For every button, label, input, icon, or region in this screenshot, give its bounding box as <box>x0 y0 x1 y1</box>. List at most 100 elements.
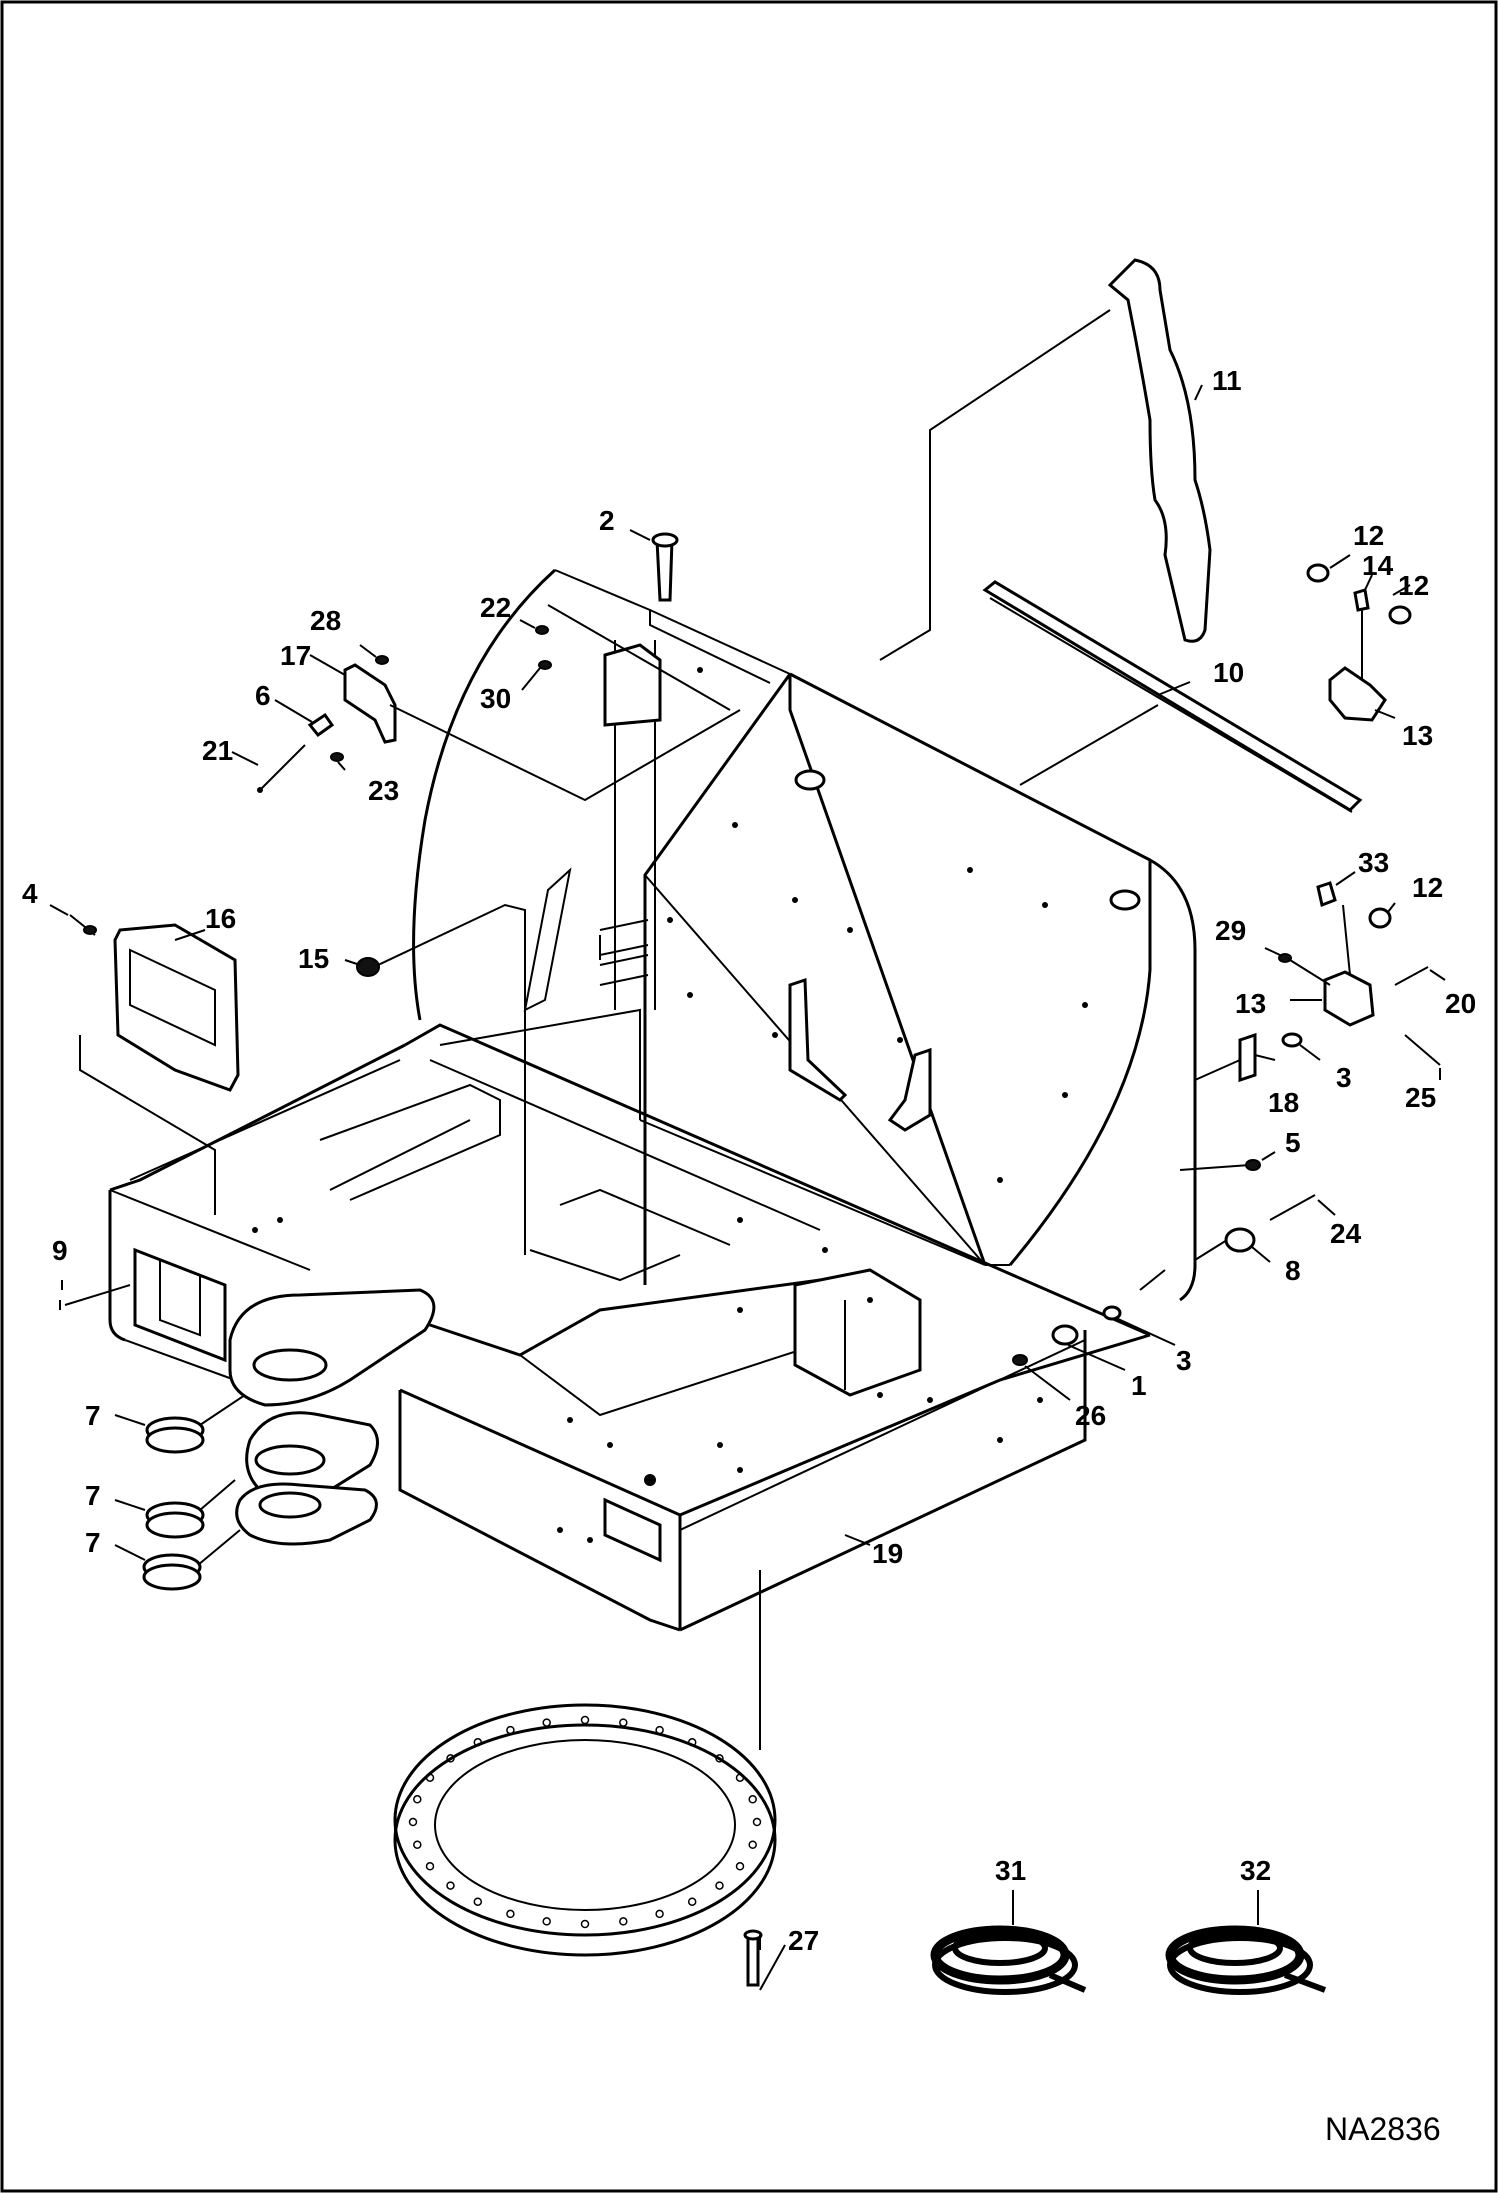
plate-18 <box>1238 1032 1257 1083</box>
callout-12-b: 12 <box>1398 570 1429 601</box>
bearing-bolt-hole <box>473 1897 483 1906</box>
bearing-bolt-hole <box>580 1715 590 1725</box>
bearing-bolt-hole <box>506 1725 515 1735</box>
callout-4: 4 <box>22 878 38 909</box>
callout-24: 24 <box>1330 1218 1362 1249</box>
bearing-bolt-hole <box>425 1773 435 1782</box>
callout-20: 20 <box>1445 988 1476 1019</box>
spacer-33 <box>1316 881 1337 908</box>
callout-12-c: 12 <box>1412 872 1443 903</box>
callout-30: 30 <box>480 683 511 714</box>
bearing-bolt-hole <box>446 1754 455 1763</box>
nut-22 <box>535 625 549 635</box>
bearing-bolt-hole <box>687 1897 697 1906</box>
pin-top <box>655 538 674 602</box>
bearing-bolt-hole <box>408 1817 418 1827</box>
bearing-bolt-hole <box>748 1840 757 1849</box>
bearing-bolt-hole <box>619 1718 628 1727</box>
washer-1 <box>1051 1324 1079 1346</box>
bearing-bolt-hole <box>413 1795 422 1804</box>
bearing-bolt-hole <box>446 1881 455 1890</box>
bearing-bolt-hole <box>580 1919 590 1929</box>
callout-13-lower: 13 <box>1235 988 1266 1019</box>
callout-27: 27 <box>788 1925 819 1956</box>
bearing-bolt-hole <box>687 1738 697 1747</box>
callout-25: 25 <box>1405 1082 1436 1113</box>
bearing-bolt-hole <box>655 1909 664 1919</box>
callout-15: 15 <box>298 943 329 974</box>
bushing-12-a <box>1306 563 1330 583</box>
bracket-13-upper <box>1328 666 1387 722</box>
callout-28: 28 <box>310 605 341 636</box>
callout-18: 18 <box>1268 1087 1299 1118</box>
mount-8 <box>1224 1227 1256 1253</box>
callout-23: 23 <box>368 775 399 806</box>
bracket-13-lower <box>1323 970 1375 1027</box>
callout-31: 31 <box>995 1855 1026 1886</box>
bushing-12-b <box>1388 605 1412 625</box>
washer-3-upper <box>1281 1032 1303 1048</box>
bolt-27 <box>746 1933 760 1987</box>
callout-17: 17 <box>280 640 311 671</box>
callout-33: 33 <box>1358 847 1389 878</box>
bearing-bolt-hole <box>655 1725 664 1735</box>
upper-frame-weldment <box>108 568 1197 1632</box>
spacer-14 <box>1353 588 1370 612</box>
washer-3-lower <box>1102 1305 1122 1321</box>
callout-22: 22 <box>480 592 511 623</box>
bearing-bolt-hole <box>542 1917 551 1926</box>
bearing-bolt-hole <box>473 1738 483 1747</box>
trim-strip <box>1107 258 1212 643</box>
callout-32: 32 <box>1240 1855 1271 1886</box>
leader-lines <box>49 309 1446 1991</box>
bearing-bolt-holes <box>408 1715 762 1929</box>
callout-9: 9 <box>52 1235 68 1266</box>
callout-labels: 1 2 3 3 4 5 6 7 7 7 8 9 10 11 12 12 12 1… <box>22 365 1476 1956</box>
frame-boss-right <box>1109 889 1141 911</box>
callout-19: 19 <box>872 1538 903 1569</box>
bushing-12-c <box>1368 907 1392 929</box>
bolt-24 <box>1269 1194 1316 1221</box>
callout-7-b: 7 <box>85 1480 101 1511</box>
grommet-15 <box>356 957 380 977</box>
callout-7-a: 7 <box>85 1400 101 1431</box>
callout-29: 29 <box>1215 915 1246 946</box>
bearing-bolt-hole <box>413 1840 422 1849</box>
callout-14: 14 <box>1362 550 1394 581</box>
nut-29 <box>1278 953 1292 963</box>
bearing-bolt-hole <box>619 1917 628 1926</box>
callout-3-lower: 3 <box>1176 1345 1192 1376</box>
callout-16: 16 <box>205 903 236 934</box>
callout-10: 10 <box>1213 657 1244 688</box>
callout-1: 1 <box>1131 1370 1147 1401</box>
bearing-bolt-hole <box>748 1795 757 1804</box>
callout-5: 5 <box>1285 1127 1301 1158</box>
swing-bearing-ring <box>393 1703 777 1957</box>
rear-wall-bracket-left <box>788 977 848 1102</box>
callout-13-upper: 13 <box>1402 720 1433 751</box>
nut-28 <box>375 655 389 665</box>
rear-wall-bracket-right <box>887 1047 932 1132</box>
spacer-6 <box>307 712 335 738</box>
hose-coil-32 <box>1165 1925 1327 1995</box>
callout-6: 6 <box>255 680 271 711</box>
long-bar <box>982 580 1363 812</box>
bearing-bolt-hole <box>735 1862 745 1871</box>
bushing-set-7 <box>142 1416 205 1591</box>
figure-code: NA2836 <box>1325 2111 1441 2147</box>
frame-mounting-holes <box>252 667 1088 1543</box>
callout-2: 2 <box>599 505 615 536</box>
callout-8: 8 <box>1285 1255 1301 1286</box>
bolt-25 <box>1404 1034 1441 1066</box>
bearing-bolt-hole <box>715 1881 724 1890</box>
swing-pivot-bosses <box>228 1288 436 1546</box>
callout-7-c: 7 <box>85 1527 101 1558</box>
callout-11: 11 <box>1212 365 1242 396</box>
callout-21: 21 <box>202 735 233 766</box>
bolt-21 <box>259 744 306 791</box>
nut-26 <box>1012 1354 1028 1366</box>
bolt-5 <box>1179 1164 1251 1171</box>
bearing-bolt-hole <box>425 1862 435 1871</box>
